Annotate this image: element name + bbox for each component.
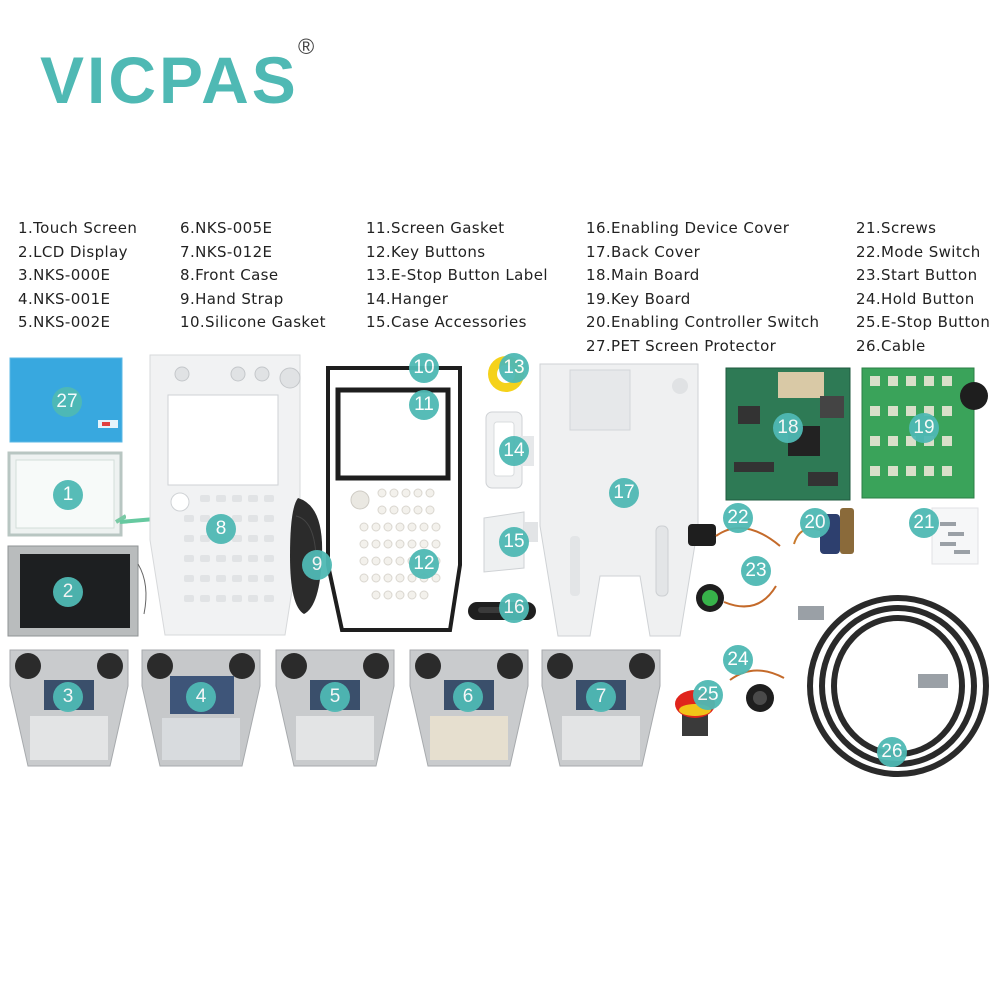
hold-button-image: [729, 669, 785, 712]
part-badge-4: 4: [186, 682, 216, 712]
part-badge-15: 15: [499, 527, 529, 557]
part-badge-20: 20: [800, 508, 830, 538]
part-badge-21: 21: [909, 508, 939, 538]
legend-item: 8.Front Case: [180, 266, 279, 284]
part-badge-13: 13: [499, 353, 529, 383]
part-badge-18: 18: [773, 413, 803, 443]
part-badge-17: 17: [609, 478, 639, 508]
legend-item: 13.E-Stop Button Label: [366, 266, 548, 284]
legend-item: 25.E-Stop Button: [856, 313, 991, 331]
legend-item: 3.NKS-000E: [18, 266, 111, 284]
legend-item: 12.Key Buttons: [366, 242, 486, 261]
legend-column-2: 6.NKS-005E 7.NKS-012E 8.Front Case 9.Han…: [180, 217, 326, 335]
screws-image: [931, 507, 979, 565]
silicone-gasket-image: [326, 366, 462, 632]
legend-item: 18.Main Board: [586, 266, 700, 284]
legend-item: 2.LCD Display: [18, 242, 128, 261]
legend-column-1: 1.Touch Screen 2.LCD Display 3.NKS-000E …: [18, 217, 137, 335]
part-badge-2: 2: [53, 577, 83, 607]
legend-item: 14.Hanger: [366, 289, 449, 308]
registered-mark: ®: [298, 34, 315, 59]
legend-item: 4.NKS-001E: [18, 289, 111, 308]
legend-item: 17.Back Cover: [586, 242, 701, 261]
start-button-image: [696, 584, 777, 612]
part-badge-26: 26: [877, 737, 907, 767]
part-badge-12: 12: [409, 549, 439, 579]
part-badge-7: 7: [586, 682, 616, 712]
legend-item: 6.NKS-005E: [180, 219, 273, 237]
legend-item: 21.Screws: [856, 219, 937, 237]
key-board-image: [861, 367, 988, 499]
legend-item: 5.NKS-002E: [18, 313, 111, 331]
part-badge-6: 6: [453, 682, 483, 712]
part-badge-14: 14: [499, 436, 529, 466]
front-case-image: [149, 354, 301, 636]
legend-column-4: 16.Enabling Device Cover 17.Back Cover 1…: [586, 217, 819, 358]
brand-logo: VICPAS: [40, 43, 299, 117]
legend-item: 1.Touch Screen: [18, 219, 138, 237]
legend-item: 19.Key Board: [586, 289, 691, 308]
part-badge-9: 9: [302, 550, 332, 580]
part-badge-3: 3: [53, 682, 83, 712]
part-badge-11: 11: [409, 390, 439, 420]
part-badge-5: 5: [320, 682, 350, 712]
part-badge-22: 22: [723, 503, 753, 533]
legend-item: 11.Screen Gasket: [366, 219, 505, 237]
part-badge-27: 27: [52, 387, 82, 417]
part-badge-16: 16: [499, 593, 529, 623]
legend-column-3: 11.Screen Gasket 12.Key Buttons 13.E-Sto…: [366, 217, 548, 335]
legend-item: 27.PET Screen Protector: [586, 336, 777, 355]
legend-item: 9.Hand Strap: [180, 289, 284, 308]
part-badge-23: 23: [741, 556, 771, 586]
legend-item: 22.Mode Switch: [856, 242, 981, 261]
legend-item: 26.Cable: [856, 336, 926, 355]
part-badge-25: 25: [693, 680, 723, 710]
part-badge-24: 24: [723, 645, 753, 675]
legend-column-5: 21.Screws 22.Mode Switch 23.Start Button…: [856, 217, 990, 358]
part-badge-1: 1: [53, 480, 83, 510]
part-badge-10: 10: [409, 353, 439, 383]
part-badge-19: 19: [909, 413, 939, 443]
legend-item: 20.Enabling Controller Switch: [586, 313, 820, 331]
legend-item: 15.Case Accessories: [366, 313, 527, 331]
legend-item: 24.Hold Button: [856, 289, 975, 308]
legend-item: 7.NKS-012E: [180, 242, 273, 261]
legend-item: 10.Silicone Gasket: [180, 313, 326, 331]
part-badge-8: 8: [206, 514, 236, 544]
legend-item: 16.Enabling Device Cover: [586, 219, 790, 237]
legend-item: 23.Start Button: [856, 266, 978, 284]
